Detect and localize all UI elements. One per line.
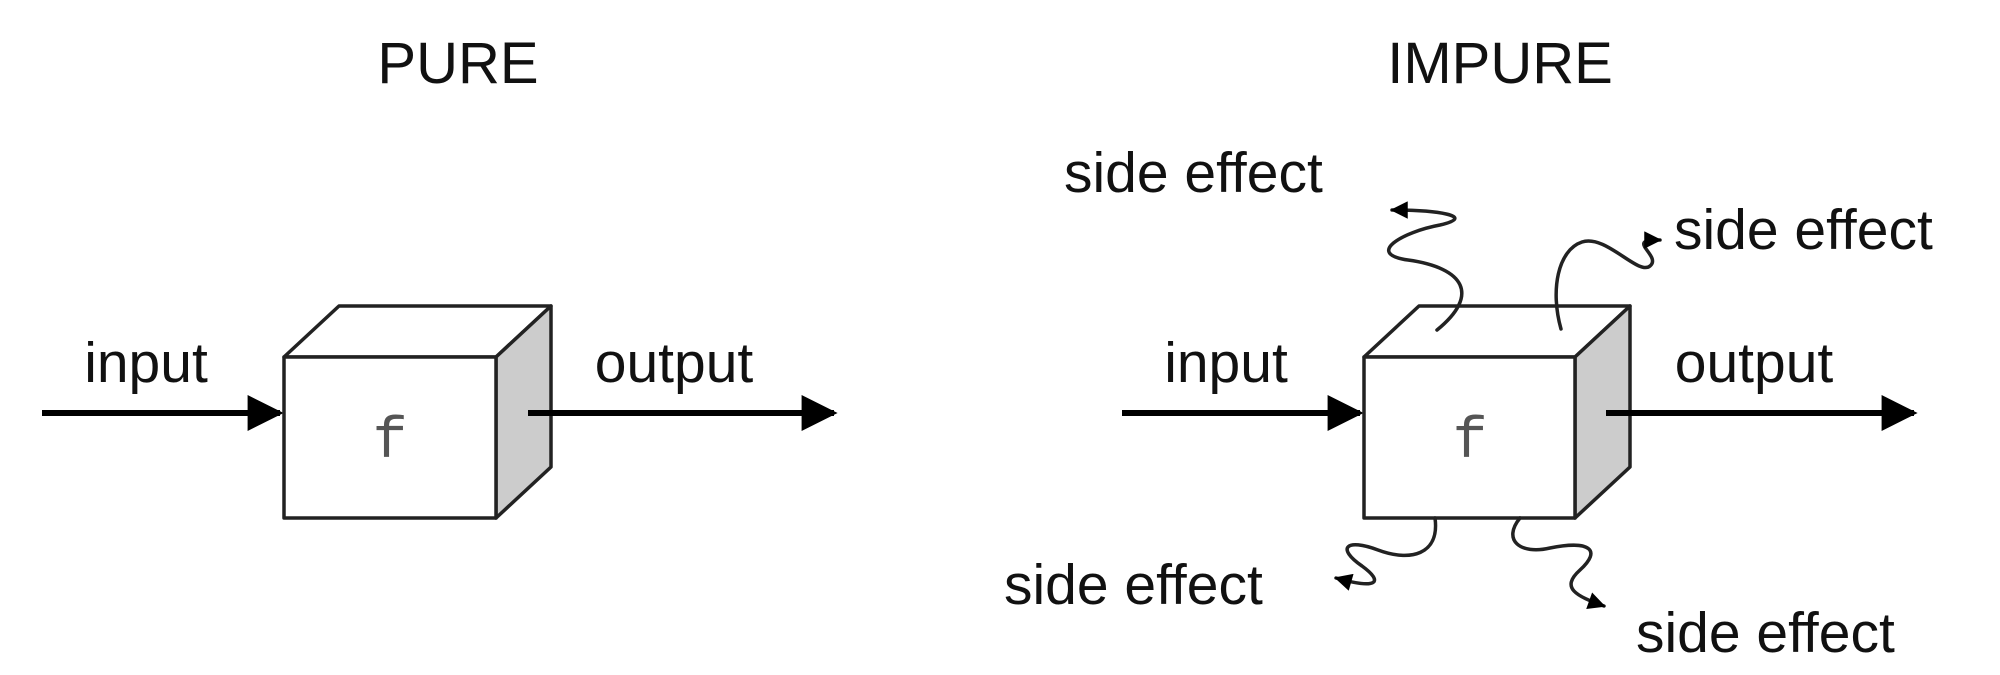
side-effect-arrow-top-left	[1386, 201, 1464, 332]
impure-box-front	[1362, 355, 1577, 520]
side-effect-label-top-left: side effect	[1064, 141, 1323, 205]
impure-title: IMPURE	[1387, 31, 1613, 96]
pure-box-front	[282, 355, 498, 520]
side-effect-label-top-right: side effect	[1674, 198, 1933, 262]
pure-title: PURE	[377, 31, 538, 96]
pure-function-box: f	[282, 304, 553, 520]
pure-section: PURE input f output	[42, 31, 838, 520]
side-effect-label-bottom-left: side effect	[1004, 553, 1263, 617]
side-effect-arrow-top-right	[1554, 231, 1662, 331]
impure-function-box: f	[1362, 304, 1632, 520]
pure-function-label: f	[373, 410, 408, 475]
side-effect-label-bottom-right: side effect	[1636, 601, 1895, 665]
side-effect-arrow-bottom-left	[1334, 516, 1438, 591]
impure-input-label: input	[1164, 331, 1288, 395]
impure-function-label: f	[1453, 410, 1488, 475]
impure-output-label: output	[1675, 331, 1834, 395]
impure-section: IMPURE input f output side effect side e…	[1004, 31, 1933, 665]
side-effect-arrow-bottom-right	[1511, 516, 1606, 609]
pure-input-label: input	[84, 331, 208, 395]
pure-output-label: output	[595, 331, 754, 395]
